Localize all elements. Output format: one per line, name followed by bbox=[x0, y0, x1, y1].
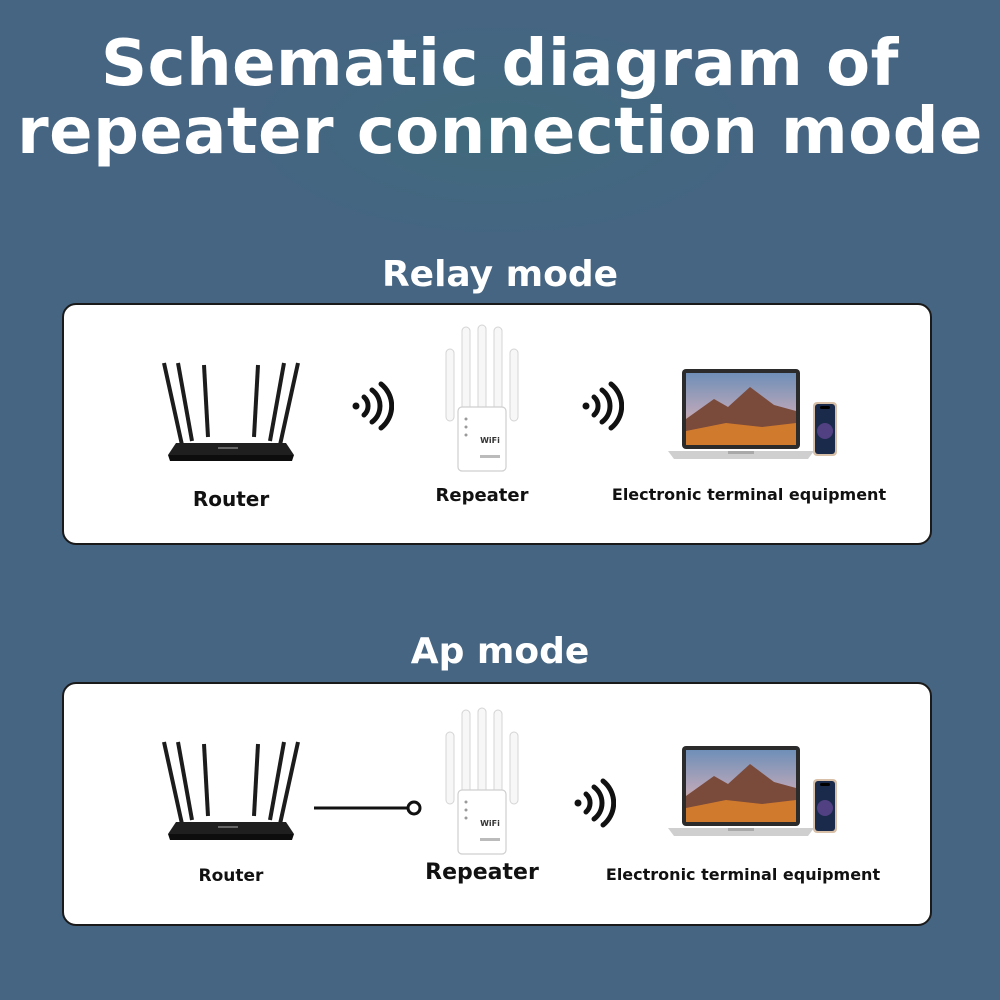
ap-mode-heading: Ap mode bbox=[410, 631, 590, 672]
wifi-signal-icon bbox=[350, 381, 394, 431]
page-title: Schematic diagram of repeater connection… bbox=[17, 27, 983, 169]
wifi-signal-icon bbox=[572, 778, 616, 828]
repeater-label: Repeater bbox=[435, 485, 529, 506]
router-icon bbox=[156, 355, 306, 465]
repeater-badge: WiFi bbox=[480, 436, 500, 445]
laptop-icon bbox=[666, 742, 816, 842]
cable-connector-icon bbox=[312, 798, 424, 818]
wifi-signal-icon bbox=[580, 381, 624, 431]
repeater-icon: WiFi bbox=[442, 706, 522, 856]
repeater-label: Repeater bbox=[425, 860, 539, 885]
ap-mode-panel: Router WiFi Repeater bbox=[62, 682, 932, 926]
terminal-label: Electronic terminal equipment bbox=[611, 485, 887, 504]
laptop-icon bbox=[666, 365, 816, 465]
relay-mode-panel: Router WiFi Repeater bbox=[62, 303, 932, 545]
repeater-icon: WiFi bbox=[442, 323, 522, 473]
router-label: Router bbox=[192, 487, 270, 511]
repeater-badge: WiFi bbox=[480, 819, 500, 828]
terminal-label: Electronic terminal equipment bbox=[605, 865, 881, 884]
phone-icon bbox=[812, 778, 838, 834]
relay-mode-heading: Relay mode bbox=[381, 254, 619, 295]
title-glow bbox=[240, 20, 760, 240]
phone-icon bbox=[812, 401, 838, 457]
router-icon bbox=[156, 734, 306, 844]
router-label: Router bbox=[198, 866, 264, 886]
